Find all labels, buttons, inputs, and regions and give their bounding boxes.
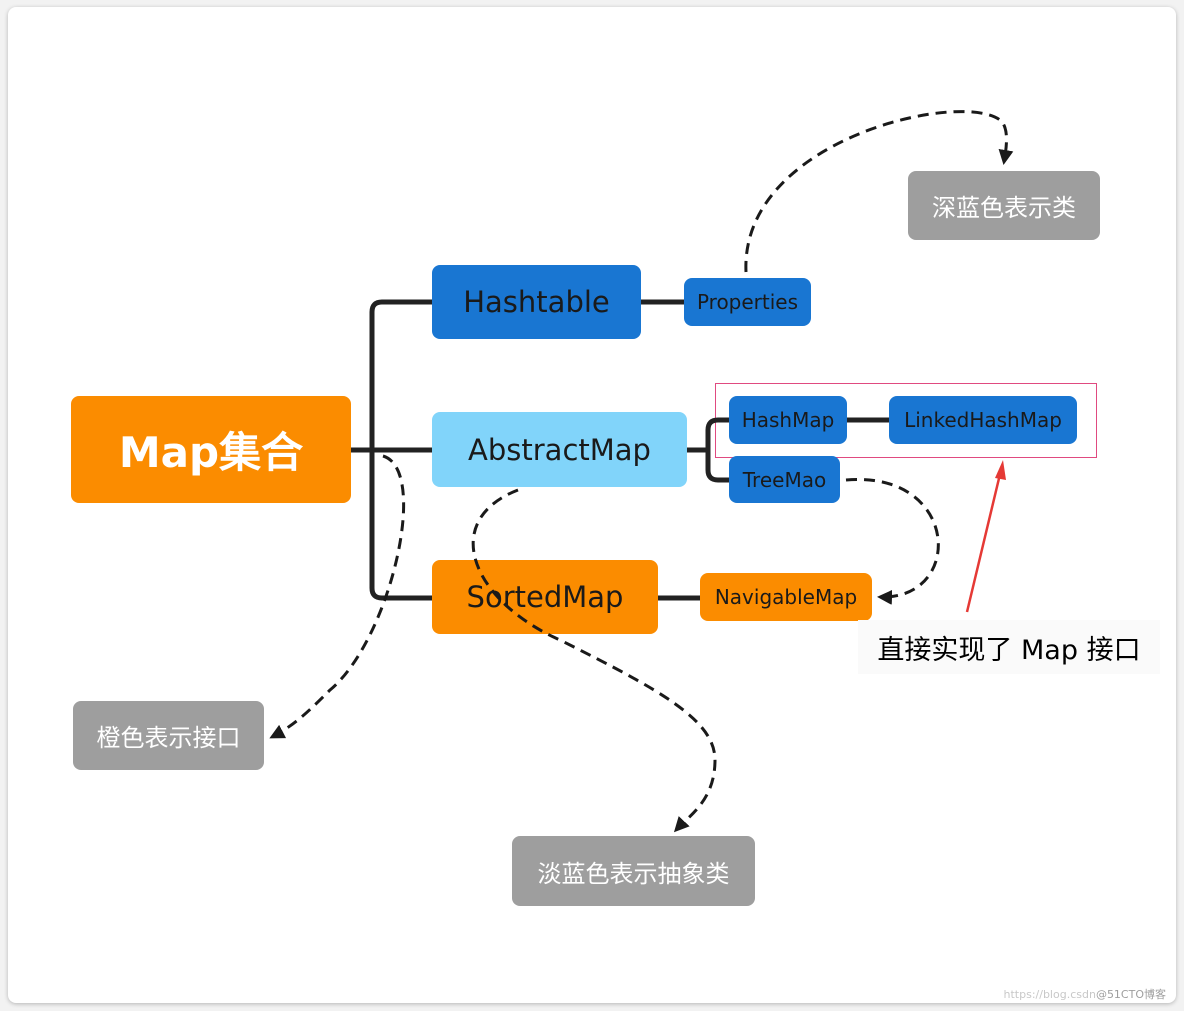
abstractmap-node: AbstractMap [432,412,687,487]
sortedmap-node: SortedMap [432,560,658,634]
watermark: https://blog.csdn@51CTO博客 [1004,986,1166,1002]
legend-interface: 橙色表示接口 [73,701,264,770]
linkedhashmap-node: LinkedHashMap [889,396,1077,444]
watermark-url: https://blog.csdn [1003,988,1096,1001]
navigablemap-node: NavigableMap [700,573,872,621]
watermark-brand: @51CTO博客 [1095,988,1166,1001]
hashtable-node: Hashtable [432,265,641,339]
legend-abstract-class: 淡蓝色表示抽象类 [512,836,755,906]
properties-node: Properties [684,278,811,326]
hashmap-node: HashMap [729,396,847,444]
treemap-node: TreeMao [729,456,840,503]
legend-class: 深蓝色表示类 [908,171,1100,240]
map-root-node: Map集合 [71,396,351,503]
direct-implementation-note: 直接实现了 Map 接口 [858,620,1160,674]
